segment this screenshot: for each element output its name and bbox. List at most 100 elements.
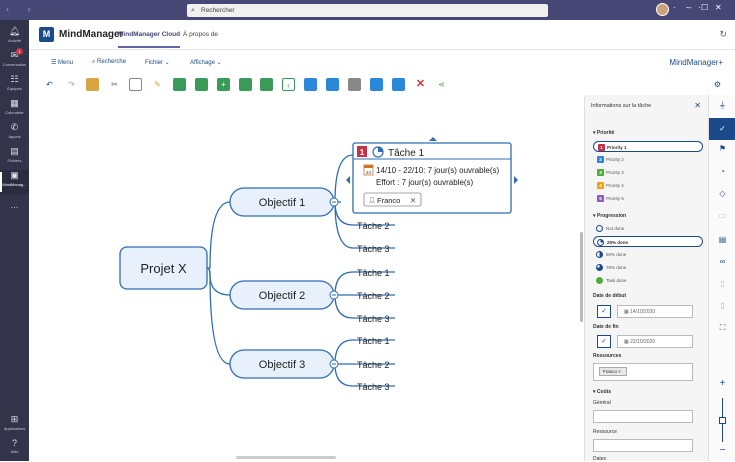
delete-icon[interactable]: ✕ [415,78,426,90]
maximize-icon[interactable]: ☐ [701,3,719,12]
progress-option-done[interactable]: Task done [593,275,703,286]
objective-label: Objectif 3 [259,359,305,371]
link-icon[interactable]: ∞ [719,257,726,266]
rail-item-teams[interactable]: ☷Équipes [0,74,29,91]
progress-option-25[interactable]: 25% done [593,236,703,247]
flag-icon[interactable]: ⚑ [718,144,727,153]
cut-icon[interactable]: ✂ [111,80,118,89]
minimize-icon[interactable]: – [687,3,702,12]
add-subtopic-icon[interactable] [195,78,208,91]
share-icon[interactable]: ⋖ [438,80,445,89]
fit-icon[interactable]: ⛶ [719,323,726,332]
add-topic-icon[interactable] [173,78,186,91]
remove-icon[interactable]: × [617,369,621,374]
notes-icon[interactable] [348,78,361,91]
tab-about[interactable]: À propos de [183,31,219,38]
rail-item-calendar[interactable]: ▦Calendrier [0,98,29,115]
tag-icon[interactable]: ◇ [719,189,726,198]
speedometer-icon[interactable]: ◔ [720,167,725,176]
rail-more[interactable]: ... [0,200,29,210]
resource-chip-label: Franco [603,369,618,374]
format-painter-icon[interactable]: ✎ [154,80,161,89]
tags-icon[interactable] [392,78,405,91]
task-label[interactable]: Tâche 3 [357,382,390,392]
rail-item-mindmanager[interactable]: ▣MindManag... [0,170,29,194]
add-floating-topic-icon[interactable]: + [217,78,230,91]
rail-label: Fichiers [7,158,22,163]
zoom-out-icon[interactable]: − [719,445,726,456]
refresh-icon[interactable]: ↻ [719,29,727,39]
horizontal-scrollbar[interactable] [236,456,336,459]
end-date-checkbox[interactable]: ✓ [597,335,611,348]
start-date-field[interactable]: ▦ 14/10/2020 [617,305,693,318]
toolbar: ↶ ↷ ✂ ✎ + ‹ ✕ ⋖ ⚙ [29,75,735,95]
priority-header: ▾ Priorité [593,130,615,136]
document-icon[interactable]: ▤ [718,235,727,244]
menu-label: Menu [58,60,74,66]
redo-icon[interactable]: ↷ [68,80,75,89]
task-label[interactable]: Tâche 2 [357,360,390,370]
remove-resource-icon[interactable]: ✕ [410,196,416,205]
title-bar: ‹ › ⌕ Rechercher ···–☐✕ [0,0,735,20]
tab-mindmanager-cloud[interactable]: MindManager Cloud [118,31,181,48]
rail-item-apps[interactable]: ⊞Applications [0,414,29,431]
start-date-checkbox[interactable]: ✓ [597,305,611,318]
progress-option-50[interactable]: 50% done [593,249,703,260]
close-icon[interactable]: ✕ [715,3,732,12]
task-label[interactable]: Tâche 3 [357,244,390,254]
attachment-icon[interactable] [370,78,383,91]
task-label[interactable]: Tâche 1 [357,336,390,346]
rail-item-calls[interactable]: ✆Appels [0,122,29,139]
vertical-scrollbar[interactable] [580,232,583,322]
progress-option-0[interactable]: Not done [593,223,703,234]
filter-icon[interactable]: ⏚ [718,101,727,110]
callout-icon[interactable] [239,78,252,91]
resource-chip[interactable] [363,192,422,207]
task-label[interactable]: Tâche 1 [357,268,390,278]
rail-item-files[interactable]: ▤Fichiers [0,146,29,163]
boundary-icon[interactable]: ‹ [282,78,295,91]
task-label[interactable]: Tâche 2 [357,221,390,231]
rail-item-help[interactable]: ?Aide [0,438,29,454]
settings-icon[interactable]: ⚙ [713,80,722,89]
search-button[interactable]: ⌕ Recherche [92,59,126,66]
avatar[interactable] [656,3,669,16]
selected-task-card[interactable]: 1 Tâche 1 24 14/10 - 22/10: 7 jour(s) ou… [346,137,518,214]
view-menu[interactable]: Affichage ⌄ [190,59,222,66]
close-icon[interactable]: ✕ [694,101,701,110]
relationship-icon[interactable] [260,78,273,91]
copy-icon[interactable] [129,78,142,91]
objective-label: Objectif 2 [259,290,305,302]
undo-icon[interactable]: ↶ [46,80,53,89]
link-icon[interactable] [326,78,339,91]
progress-option-75[interactable]: 75% done [593,262,703,273]
central-topic[interactable] [119,246,208,290]
hamburger-icon: ☰ [51,60,59,66]
end-date-field[interactable]: ▦ 22/10/2020 [617,335,693,348]
nav-arrows[interactable]: ‹ › [6,4,39,14]
map-canvas[interactable]: Projet X Objectif 1 Objectif 2 Objectif … [29,95,584,461]
image-icon[interactable] [304,78,317,91]
resource-chip[interactable]: Franco × [599,367,627,376]
task-label[interactable]: Tâche 3 [357,314,390,324]
menu-button[interactable]: ☰ Menu [51,59,73,66]
rail-item-activity[interactable]: 🔔︎Activité [0,26,29,43]
zoom-in-icon[interactable]: + [719,378,726,389]
task-info-panel: Informations sur la tâche ✕ ▾ Priorité 1… [584,95,708,462]
task-label[interactable]: Tâche 2 [357,291,390,301]
rail-label: Conversation [2,62,27,67]
paste-icon[interactable] [86,78,99,91]
zoom-slider-thumb[interactable] [719,417,726,424]
task-info-icon[interactable]: ✓ [709,118,735,140]
resource-cost-input[interactable] [593,439,693,452]
file-menu[interactable]: Fichier ⌄ [145,59,170,66]
more-icon[interactable]: ··· [673,3,711,12]
search-input[interactable]: ⌕ Rechercher [187,4,548,17]
general-cost-input[interactable] [593,410,693,423]
